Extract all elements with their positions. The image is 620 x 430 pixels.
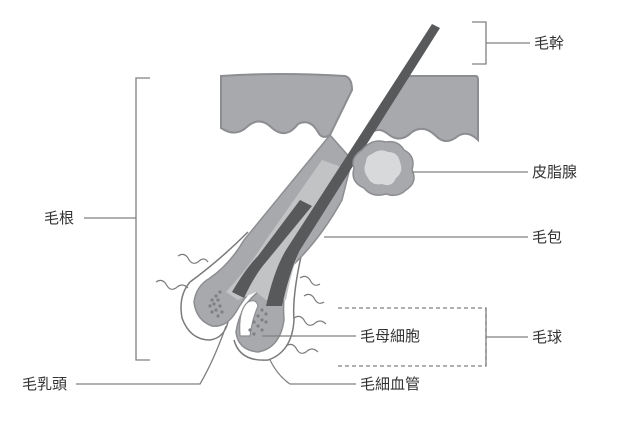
label-hair-matrix-cell: 毛母細胞 — [360, 327, 421, 345]
skin-left — [220, 73, 354, 138]
sebaceous-gland-inner — [364, 150, 402, 186]
label-hair-root: 毛根 — [44, 209, 75, 227]
label-hair-bulb: 毛球 — [532, 328, 563, 346]
leader-lines — [76, 21, 530, 385]
label-dermal-papilla: 毛乳頭 — [22, 375, 68, 393]
label-capillary: 毛細血管 — [360, 375, 421, 393]
follicle-outline-right — [233, 251, 303, 361]
matrix-cell-dots — [208, 290, 268, 336]
follicle-outline-left — [180, 231, 249, 341]
label-hair-shaft: 毛幹 — [534, 34, 565, 52]
capillaries — [155, 253, 327, 354]
hair-shaft-left-branch — [232, 200, 312, 298]
label-follicle: 毛包 — [532, 228, 563, 246]
label-sebaceous-gland: 皮脂腺 — [532, 163, 578, 181]
dermal-papilla — [239, 300, 259, 337]
